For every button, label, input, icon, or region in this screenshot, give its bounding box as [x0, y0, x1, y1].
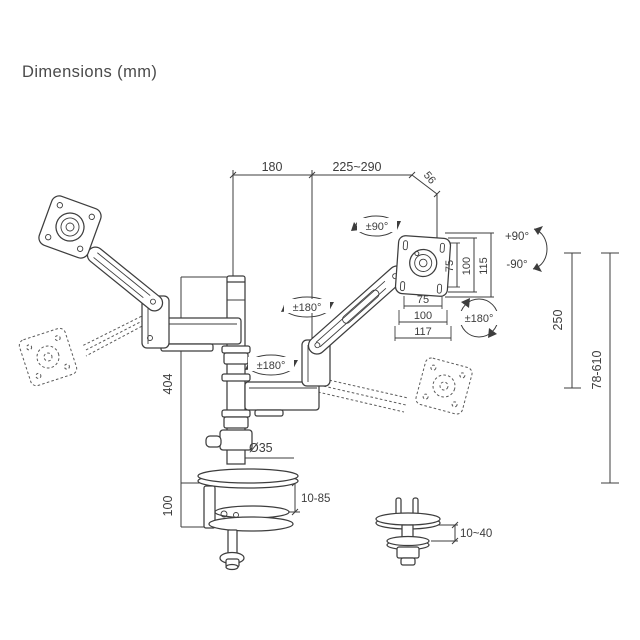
dim-arm-reach-outer: 225~290	[332, 160, 381, 174]
screen-rotate-label: ±180°	[465, 313, 494, 325]
dim-vesa-v-75: 75	[444, 260, 456, 272]
right-vesa-plate	[394, 235, 452, 297]
right-arm-drawing	[244, 259, 418, 417]
dim-arm-reach-inner: 180	[262, 160, 283, 174]
dim-height-range: 78-610	[590, 350, 604, 389]
desk-clamp-drawing	[203, 485, 294, 571]
dim-pole-diameter: Ø35	[249, 441, 273, 455]
left-vesa-plate	[38, 195, 102, 259]
tilt-down-label: -90°	[506, 259, 527, 271]
grommet-mount-drawing	[375, 497, 441, 566]
dim-grommet-range: 10~40	[460, 528, 492, 540]
dim-clamp-range: 10-85	[301, 493, 330, 505]
page-title: Dimensions (mm)	[22, 63, 158, 81]
dim-vesa-h-117: 117	[414, 326, 432, 338]
dim-pole-height: 404	[161, 374, 175, 395]
tilt-up-label: +90°	[505, 231, 529, 243]
dim-vesa-v-115: 115	[478, 257, 490, 275]
dim-vesa-v-100: 100	[461, 257, 473, 275]
head-swivel-label: ±90°	[366, 221, 389, 233]
arm-rotate-lower-label: ±180°	[257, 360, 286, 372]
dimension-lines	[180, 170, 619, 545]
dimension-labels: 180 225~290 56 75 100 115 75 100 117 250…	[161, 160, 604, 540]
dim-lift-range: 250	[551, 310, 565, 331]
dim-base-height: 100	[161, 496, 175, 517]
arm-rotate-upper-label: ±180°	[293, 302, 322, 314]
dim-vesa-h-100: 100	[414, 310, 432, 322]
dim-vesa-h-75: 75	[417, 294, 429, 306]
ghost-arm-right	[317, 357, 473, 415]
left-arm-drawing	[38, 195, 242, 352]
ghost-arm-left	[18, 311, 151, 387]
rotation-annotations: ±90° ±180° ±180° ±180° +90° -90°	[245, 215, 548, 376]
